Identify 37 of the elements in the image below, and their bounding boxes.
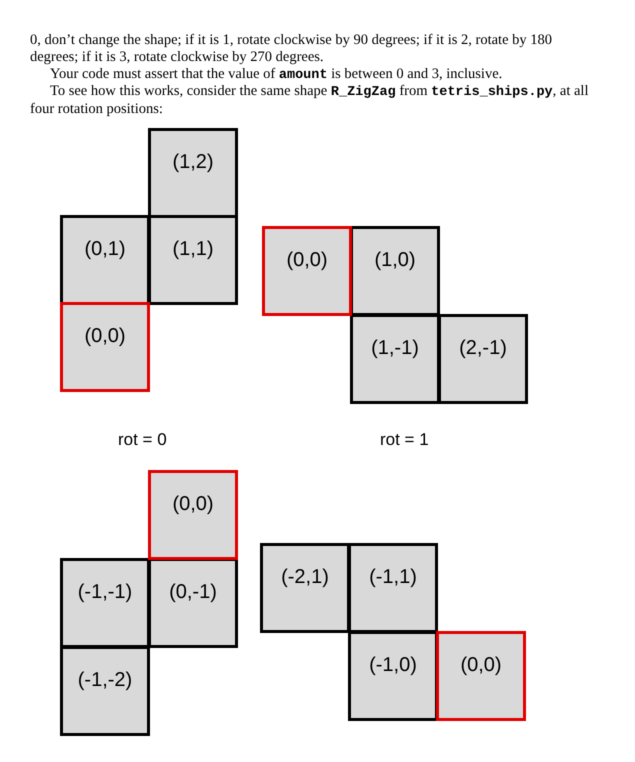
coordinate-label: (1,1) — [171, 238, 215, 261]
coordinate-label: (0,1) — [83, 238, 127, 261]
grid-square — [348, 631, 438, 721]
grid-square — [438, 314, 528, 404]
coordinate-label: (-1,-2) — [76, 669, 134, 692]
coordinate-label: (-2,1) — [280, 566, 330, 589]
grid-square — [148, 128, 238, 218]
coordinate-label: (1,-1) — [370, 337, 420, 360]
coordinate-label: (0,-1) — [168, 581, 218, 604]
coordinate-label: (-1,1) — [368, 566, 418, 589]
grid-square — [60, 646, 150, 736]
coordinate-label: (-1,-1) — [76, 581, 134, 604]
grid-square — [60, 215, 150, 305]
grid-square — [148, 558, 238, 648]
coordinate-label: (0,0) — [171, 493, 215, 516]
coordinate-label: (2,-1) — [458, 337, 508, 360]
rotation-label: rot = 0 — [118, 430, 167, 450]
paragraph-text: To see how this works, consider the same shape R_ZigZag from tetris_ships.py, at all four rotation positions: — [30, 83, 590, 118]
grid-square — [148, 470, 238, 560]
coordinate-label: (1,0) — [373, 249, 417, 272]
grid-square — [60, 558, 150, 648]
rotation-label: rot = 1 — [380, 430, 429, 450]
grid-square — [350, 226, 440, 316]
grid-square — [350, 314, 440, 404]
grid-square — [260, 543, 350, 633]
coordinate-label: (-1,0) — [368, 654, 418, 677]
coordinate-label: (0,0) — [285, 249, 329, 272]
grid-square — [148, 215, 238, 305]
paragraph-text: Your code must assert that the value of amount is between 0 and 3, inclusive. — [49, 66, 504, 84]
grid-square — [262, 226, 352, 316]
paragraph-text: 0, don’t change the shape; if it is 1, rotate clockwise by 90 degrees; if it is 2, rotate by 180 degrees; if it is 3, rotate clockwise by 270 degrees. — [30, 32, 554, 66]
coordinate-label: (1,2) — [171, 151, 215, 174]
grid-square — [348, 543, 438, 633]
coordinate-label: (0,0) — [459, 654, 503, 677]
grid-square — [436, 631, 526, 721]
grid-square — [60, 302, 150, 392]
coordinate-label: (0,0) — [83, 325, 127, 348]
